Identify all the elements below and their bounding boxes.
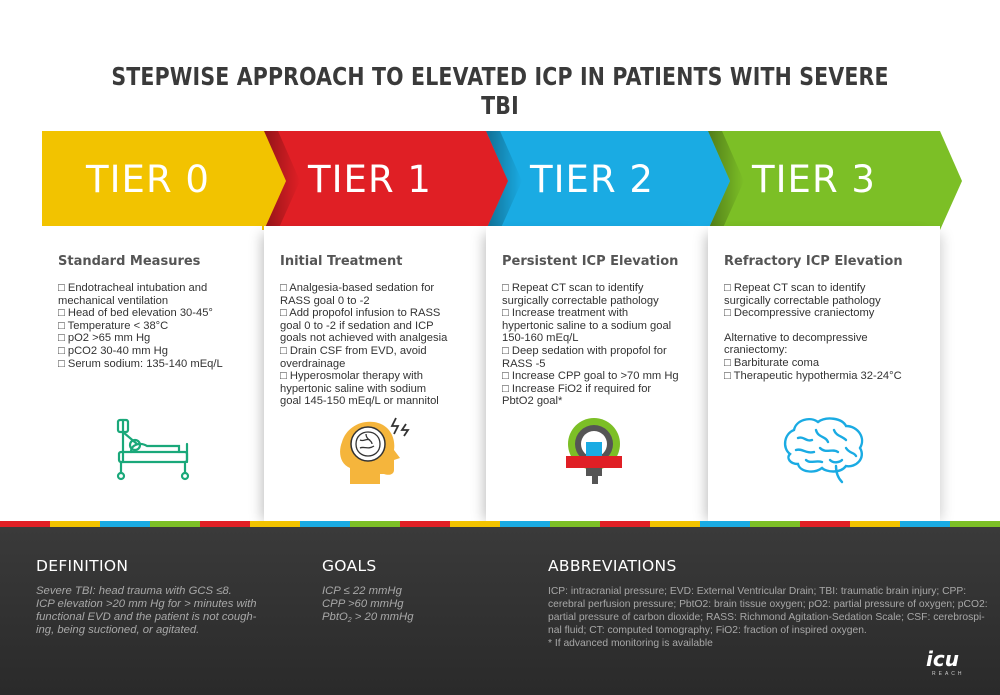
list-item: craniectomy: <box>724 344 788 357</box>
abbreviation-line: nal fluid; CT: computed tomography; FiO2… <box>548 625 867 636</box>
tier1-heading: Initial Treatment <box>280 254 403 269</box>
list-item: overdrainage <box>280 357 346 370</box>
tier0-label: TIER 0 <box>86 158 210 201</box>
tier2-label: TIER 2 <box>530 158 654 201</box>
list-item: □ Hyperosmolar therapy with <box>280 370 423 383</box>
list-item: 150-160 mEq/L <box>502 332 579 345</box>
list-item: □ Repeat CT scan to identify <box>502 282 644 294</box>
list-item: □ Deep sedation with propofol for <box>502 344 667 357</box>
info-panel: DEFINITION Severe TBI: head trauma with … <box>0 527 1000 695</box>
list-item: goal 145-150 mEq/L or mannitol <box>280 395 439 408</box>
abbreviation-line: partial pressure of carbon dioxide; RASS… <box>548 612 985 623</box>
tier3-label: TIER 3 <box>752 158 876 201</box>
list-item: □ Therapeutic hypothermia 32-24°C <box>724 369 902 382</box>
tier0-heading: Standard Measures <box>58 254 201 269</box>
tier1-list: □ Analgesia-based sedation for RASS goal… <box>280 282 480 408</box>
list-item: □ Increase CPP goal to >70 mm Hg <box>502 370 679 383</box>
abbreviation-line: ICP: intracranial pressure; EVD: Externa… <box>548 586 967 597</box>
head-brain-pain-icon <box>264 414 486 494</box>
list-item: hypertonic saline with sodium <box>280 382 427 395</box>
hospital-bed-icon <box>42 414 262 494</box>
tier0-card: Standard Measures □ Endotracheal intubat… <box>42 226 262 528</box>
icu-reach-logo: icu REACH <box>926 647 992 687</box>
tier-arrow-band <box>0 131 1000 230</box>
list-item: □ pO2 >65 mm Hg <box>58 332 151 345</box>
tier3-heading: Refractory ICP Elevation <box>724 254 903 269</box>
tier1-label: TIER 1 <box>308 158 432 201</box>
list-item: □ Increase FiO2 if required for <box>502 382 652 395</box>
list-item: □ Endotracheal intubation and <box>58 282 208 294</box>
list-spacer <box>724 320 934 332</box>
list-item: □ Head of bed elevation 30-45° <box>58 307 213 320</box>
tier2-card: Persistent ICP Elevation □ Repeat CT sca… <box>486 226 708 528</box>
tier3-arrow <box>708 131 962 230</box>
tier0-arrow <box>42 131 286 230</box>
logo-text: icu <box>926 647 959 671</box>
list-item: hypertonic saline to a sodium goal <box>502 319 672 332</box>
list-item: □ Temperature < 38°C <box>58 319 169 332</box>
list-item: goals not achieved with analgesia <box>280 332 448 345</box>
list-item: □ Serum sodium: 135-140 mEq/L <box>58 357 223 370</box>
definition-line: ICP elevation >20 mm Hg for > minutes wi… <box>36 598 257 610</box>
list-item: □ Barbiturate coma <box>724 356 820 369</box>
definition-heading: DEFINITION <box>36 557 129 575</box>
goal-pbto2-sub: 2 <box>347 617 352 624</box>
list-item: surgically correctable pathology <box>502 294 659 307</box>
tier3-list: □ Repeat CT scan to identify surgically … <box>724 282 934 382</box>
definition-line: functional EVD and the patient is not co… <box>36 611 257 623</box>
tier1-arrow <box>264 131 508 230</box>
goal-pbto2-prefix: PbtO <box>322 611 348 623</box>
abbreviation-line: cerebral perfusion pressure; PbtO2: brai… <box>548 599 988 610</box>
list-item: surgically correctable pathology <box>724 294 881 307</box>
goal-icp: ICP ≤ 22 mmHg <box>322 585 402 597</box>
list-item: goal 0 to -2 if sedation and ICP <box>280 319 434 332</box>
tier0-list: □ Endotracheal intubation and mechanical… <box>58 282 256 370</box>
list-item: RASS -5 <box>502 357 546 370</box>
tier3-card: Refractory ICP Elevation □ Repeat CT sca… <box>708 226 940 528</box>
list-item: □ Repeat CT scan to identify <box>724 282 866 294</box>
tier2-list: □ Repeat CT scan to identify surgically … <box>502 282 702 408</box>
list-item: Alternative to decompressive <box>724 331 868 344</box>
goal-pbto2-suffix: > 20 mmHg <box>351 611 414 623</box>
list-item: □ Analgesia-based sedation for <box>280 282 435 294</box>
abbreviations-heading: ABBREVIATIONS <box>548 557 677 575</box>
logo-subtext: REACH <box>932 671 965 677</box>
page-title: STEPWISE APPROACH TO ELEVATED ICP IN PAT… <box>111 62 889 120</box>
tier2-arrow <box>486 131 730 230</box>
goals-heading: GOALS <box>322 557 377 575</box>
list-item: mechanical ventilation <box>58 294 169 307</box>
definition-line: ing, being suctioned, or agitated. <box>36 624 200 636</box>
tier2-heading: Persistent ICP Elevation <box>502 254 679 269</box>
list-item: □ pCO2 30-40 mm Hg <box>58 344 168 357</box>
abbreviation-footnote: * If advanced monitoring is available <box>548 638 713 649</box>
color-stripe <box>0 521 1000 527</box>
list-item: □ Drain CSF from EVD, avoid <box>280 344 427 357</box>
list-item: □ Add propofol infusion to RASS <box>280 307 441 320</box>
list-item: □ Increase treatment with <box>502 307 629 320</box>
list-item: RASS goal 0 to -2 <box>280 294 370 307</box>
list-item: PbtO2 goal* <box>502 395 563 408</box>
list-item: □ Decompressive craniectomy <box>724 307 875 320</box>
definition-line: Severe TBI: head trauma with GCS ≤8. <box>36 585 232 597</box>
goal-cpp: CPP >60 mmHg <box>322 598 404 610</box>
ct-scanner-icon <box>486 414 708 494</box>
goal-pbto2: PbtO2 > 20 mmHg <box>322 611 414 628</box>
tier1-card: Initial Treatment □ Analgesia-based seda… <box>264 226 486 528</box>
brain-icon <box>708 414 940 494</box>
